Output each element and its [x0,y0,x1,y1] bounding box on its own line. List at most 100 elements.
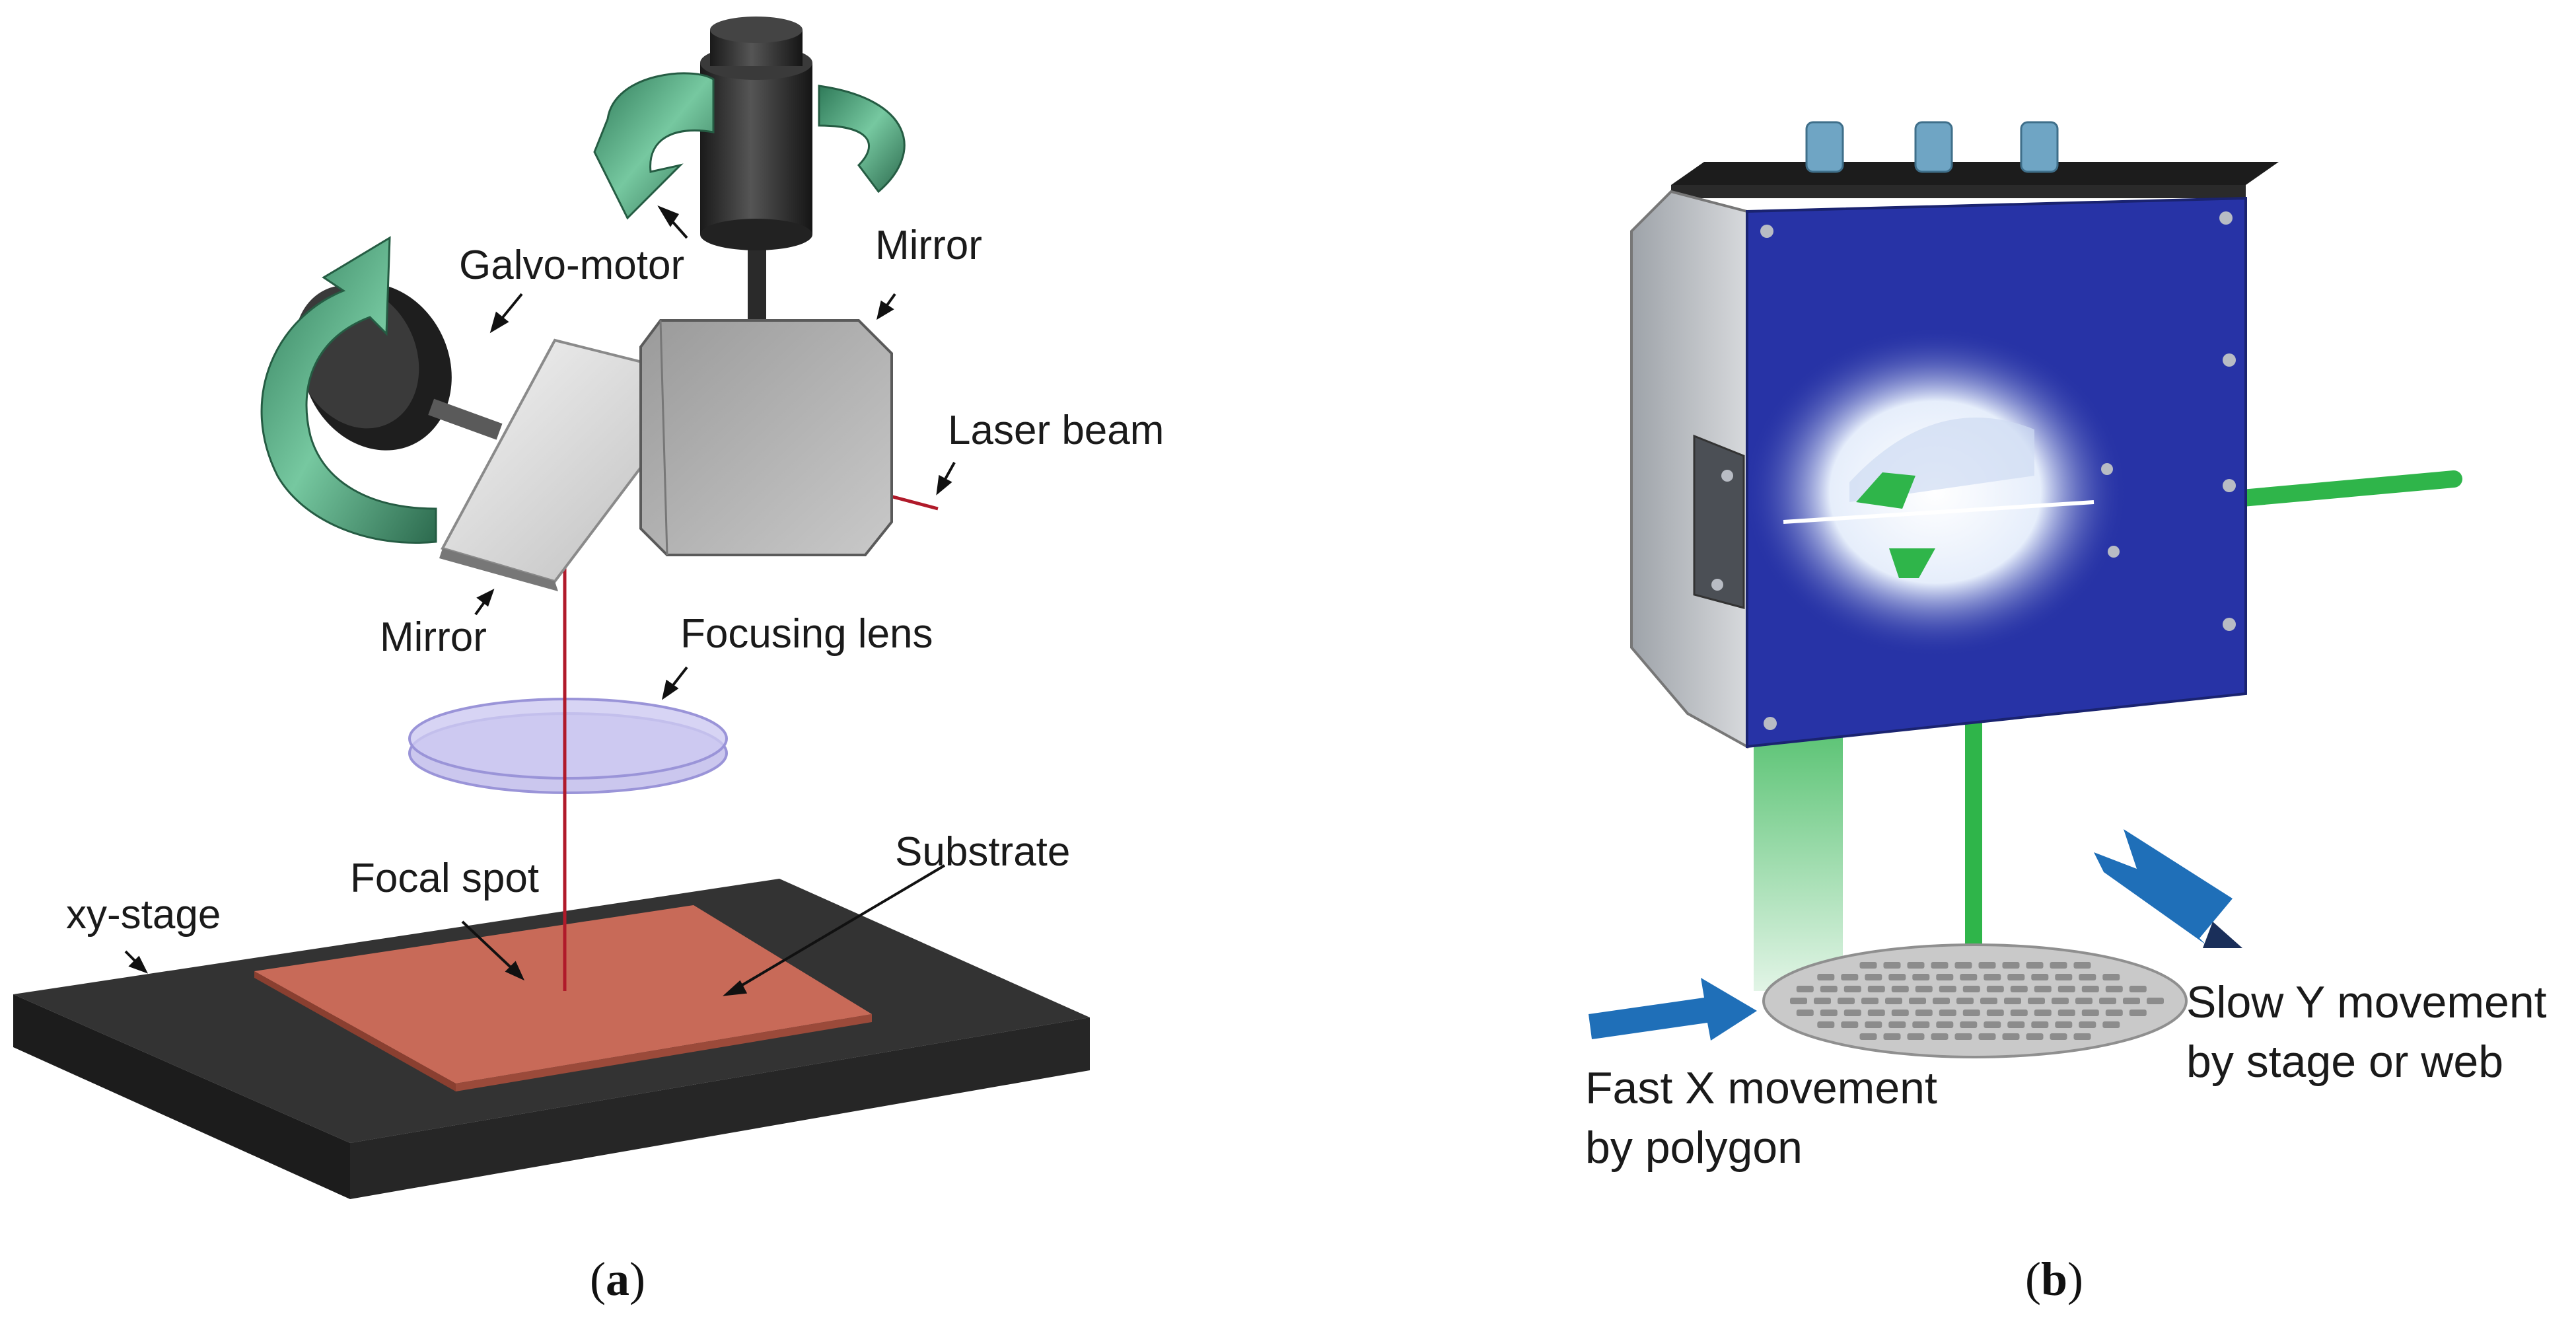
wafer-die [2147,998,2164,1004]
wafer-die [1912,1021,1930,1028]
label-mirror-top: Mirror [875,223,982,268]
panel-b: Slow Y movement by stage or web Fast X m… [1585,121,2547,1306]
wafer-die [2073,1033,2091,1040]
wafer-die [1954,1033,1972,1040]
wafer-die [1817,1021,1835,1028]
wafer-die [1984,974,2001,980]
wafer-die [1891,1010,1909,1016]
wafer-die [1936,974,1954,980]
wafer-die [1820,1010,1838,1016]
wafer-die [1960,974,1978,980]
wafer-die [2105,1010,2123,1016]
wafer-die [1978,1033,1996,1040]
wafer-die [1885,998,1902,1004]
label-mirror-left: Mirror [380,614,487,660]
label-focusing-lens: Focusing lens [680,611,933,657]
left-rotation-arrow-icon [260,236,437,544]
wafer-die [2102,974,2120,980]
wafer-die [1883,962,1901,969]
wafer-die [2026,962,2044,969]
label-xy-stage: xy-stage [66,892,221,938]
wafer-die [2079,1021,2096,1028]
wafer-die [1841,974,1859,980]
slow-y-arrow-icon [2094,829,2242,948]
wafer-die [1962,986,1980,992]
wafer-die [1912,974,1930,980]
wafer-die [1907,1033,1925,1040]
wafer-die [1796,1010,1814,1016]
wafer-die [1861,998,1878,1004]
wafer-die [1956,998,1974,1004]
wafer-die [1936,1021,1954,1028]
wafer-die [2055,974,2073,980]
wafer-die [1838,998,1855,1004]
wafer-die [1891,986,1909,992]
wafer-die [1931,1033,1949,1040]
caption-a: (a) [590,1253,645,1306]
wafer-die [2057,1010,2075,1016]
wafer-die [2099,998,2116,1004]
label-fast-x-line2: by polygon [1585,1122,1803,1173]
wafer-die [2123,998,2140,1004]
wafer-die [1888,1021,1906,1028]
top-mirror [639,319,893,556]
wafer-die [1843,986,1861,992]
wafer-die [1915,986,1933,992]
wafer-disc [1762,943,2188,1058]
wafer-die [2129,1010,2147,1016]
wafer-die [1859,1033,1877,1040]
wafer-die [2002,1033,2020,1040]
wafer-die [2002,962,2020,969]
wafer-die [1817,974,1835,980]
wafer-die [1865,974,1882,980]
wafer-die [2031,974,2049,980]
wafer-die [2081,1010,2099,1016]
focusing-lens [408,698,728,794]
scan-fan-beam [1754,727,1843,991]
wafer-die [1790,998,1807,1004]
vertical-green-beam [1965,720,1982,978]
wafer-die [2050,962,2067,969]
wafer-die [2031,1021,2049,1028]
wafer-die [1841,1021,1859,1028]
wafer-die [1867,1010,1885,1016]
label-laser-beam: Laser beam [948,408,1164,453]
polygon-scanner-housing [1630,121,2279,749]
panel-a: Galvo-motor Mirror Laser beam Mirror Foc… [13,17,1164,1306]
wafer-die [2004,998,2021,1004]
label-fast-x-line1: Fast X movement [1585,1063,1937,1113]
wafer-die [1980,998,1997,1004]
wafer-die [2010,1010,2028,1016]
label-slow-y-line2: by stage or web [2186,1037,2503,1087]
caption-b: (b) [2025,1253,2083,1306]
wafer-die [1984,1021,2001,1028]
label-focal-spot: Focal spot [350,856,539,901]
wafer-die [1939,986,1956,992]
fast-x-arrow-icon [1589,978,1757,1041]
label-substrate: Substrate [895,829,1070,875]
wafer-die [2007,974,2025,980]
wafer-die [2034,1010,2052,1016]
wafer-die [1843,1010,1861,1016]
wafer-die [1909,998,1926,1004]
label-slow-y-line1: Slow Y movement [2186,977,2547,1027]
wafer-die [1814,998,1831,1004]
wafer-die [2105,986,2123,992]
wafer-die [1907,962,1925,969]
wafer-die [1962,1010,1980,1016]
top-galvo-motor [700,17,812,330]
wafer-die [1820,986,1838,992]
wafer-die [1960,1021,1978,1028]
wafer-die [2026,1033,2044,1040]
side-green-beam [2204,470,2462,509]
wafer-die [1939,1010,1956,1016]
wafer-die [2050,1033,2067,1040]
wafer-die [2129,986,2147,992]
wafer-die [1796,986,1814,992]
wafer-die [2007,1021,2025,1028]
wafer-die [2075,998,2093,1004]
label-galvo-motor: Galvo-motor [459,242,684,288]
wafer-die [1954,962,1972,969]
wafer-die [2079,974,2096,980]
